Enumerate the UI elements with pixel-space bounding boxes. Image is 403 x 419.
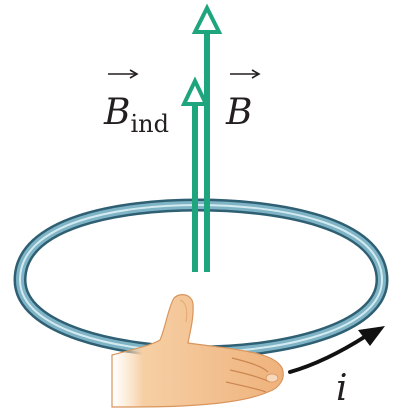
loop-back-half [13, 198, 389, 281]
field-arrow [191, 3, 223, 272]
svg-text:Bind: Bind [103, 92, 169, 138]
field-symbol: B [225, 92, 252, 133]
induced-field-subscript: ind [130, 110, 169, 138]
loop-front-half [13, 279, 389, 359]
right-hand-icon [111, 294, 284, 408]
induced-field-arrow [180, 76, 210, 272]
induced-field-label: Bind [103, 69, 169, 138]
field-label: B [225, 69, 261, 133]
current-label: i [336, 368, 348, 409]
induced-field-symbol: B [103, 92, 130, 133]
current-arrow [288, 326, 385, 374]
